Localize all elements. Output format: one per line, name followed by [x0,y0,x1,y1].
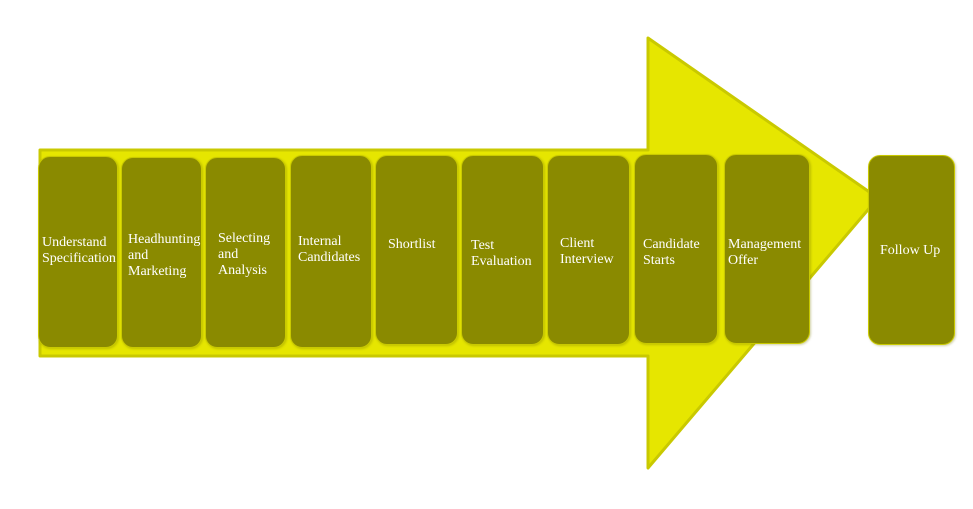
step-label: Headhunting and Marketing [128,232,201,279]
step-label: Selecting and Analysis [218,231,271,278]
step-management-offer: Management Offer [724,154,810,344]
step-candidate-starts: Candidate Starts [634,154,718,344]
step-label: Understand Specification [42,235,116,266]
step-shortlist: Shortlist [375,155,458,345]
step-label: Client Interview [560,236,614,267]
step-understand-specification: Understand Specification [38,156,118,348]
step-test-evaluation: Test Evaluation [461,155,544,345]
step-client-interview: Client Interview [547,155,630,345]
step-label: Management Offer [728,237,802,268]
step-headhunting-and-marketing: Headhunting and Marketing [121,157,202,348]
step-label: Internal Candidates [298,234,361,265]
step-follow-up: Follow Up [868,155,955,345]
step-label: Shortlist [388,237,436,252]
step-selecting-and-analysis: Selecting and Analysis [205,157,286,348]
step-label: Test Evaluation [471,238,532,269]
step-label: Follow Up [880,243,941,258]
step-label: Candidate Starts [643,237,700,268]
step-internal-candidates: Internal Candidates [290,155,372,348]
